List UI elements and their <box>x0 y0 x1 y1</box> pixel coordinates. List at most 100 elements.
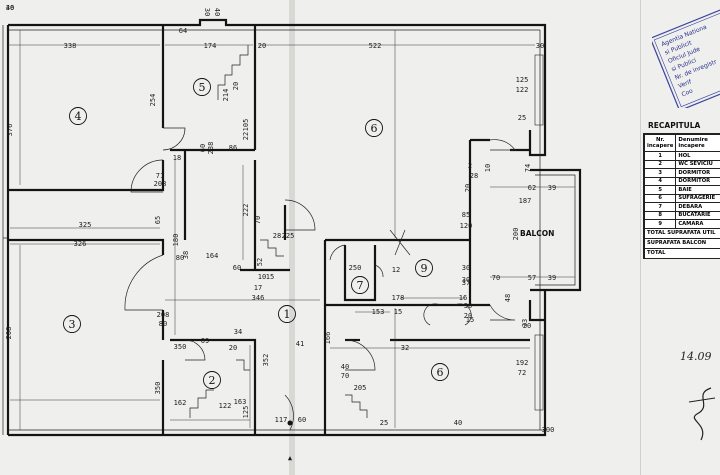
dimension-text: 20 <box>523 322 531 330</box>
balcony <box>530 168 582 292</box>
dimension-text: 163 <box>234 398 247 406</box>
legend-room-name: DEBARA <box>675 202 720 212</box>
room-number: 1 <box>284 308 291 321</box>
legend-nr: 1 <box>643 151 677 161</box>
room-number: 4 <box>75 110 82 123</box>
dimension-text: 338 <box>64 42 77 50</box>
outer-walls <box>2 18 547 437</box>
dimension-text: 10 <box>484 164 492 172</box>
dimension-text: 64 <box>179 27 187 35</box>
dimension-text: 16 <box>459 294 467 302</box>
dimension-text: 164 <box>206 252 219 260</box>
dimension-text: 20 <box>258 42 266 50</box>
dimension-text: 214 <box>222 89 230 102</box>
page-edge <box>640 0 641 475</box>
dimension-text: 70 <box>341 372 349 380</box>
legend-room-name: BUCATARIE <box>675 210 720 220</box>
dimension-text: 70 <box>254 216 262 224</box>
legend-room-name: SUFRAGERIE <box>675 193 720 203</box>
dimension-text: 187 <box>519 197 532 205</box>
dimension-text: 38 <box>182 251 190 259</box>
dimension-text: 208 <box>157 311 170 319</box>
dimension-text: 37 <box>462 279 470 287</box>
dimension-text: 60 <box>233 264 241 272</box>
legend-total-row: SUPRAFATA BALCON <box>644 237 720 249</box>
recap-title: RECAPITULA <box>648 121 701 130</box>
dimension-text: 62 <box>528 184 536 192</box>
room-number: 5 <box>199 81 206 94</box>
legend-nr: 9 <box>643 219 677 229</box>
dimension-text: 20 <box>464 184 472 192</box>
dimension-text: 40 <box>454 419 462 427</box>
dimension-text: 125 <box>516 76 529 84</box>
handwritten-date: 14.09 <box>680 350 712 363</box>
dimension-text: 33 <box>521 319 529 327</box>
dimension-text: 117 <box>275 416 288 424</box>
dimension-text: 34 <box>234 328 242 336</box>
dimension-text: 225 <box>282 232 295 240</box>
dimension-text: 222 <box>242 204 250 217</box>
dimension-text: 120 <box>460 222 473 230</box>
dimension-text: 15 <box>466 316 474 324</box>
dimension-text: 180 <box>172 234 180 247</box>
dimension-text: 20 <box>464 312 472 320</box>
legend-room-name: DORMITOR <box>675 168 720 178</box>
legend-nr: 5 <box>643 185 677 195</box>
dimension-text: 28 <box>470 172 478 180</box>
stamp-line: Coo <box>681 87 695 98</box>
dimension-text: 12 <box>392 266 400 274</box>
dimension-text: 40 <box>213 8 221 16</box>
door-swings <box>124 127 516 431</box>
dimension-text: 60 <box>298 416 306 424</box>
legend-header-nr: Nr.incapere <box>643 134 677 152</box>
dimension-text: 85 <box>462 211 470 219</box>
legend-total-row: TOTAL <box>644 247 720 259</box>
dimension-text: 254 <box>149 94 157 107</box>
balcony-label: BALCON <box>520 229 554 238</box>
room-number: 9 <box>421 262 428 275</box>
dimension-text: 30 <box>536 42 544 50</box>
dimension-text: 40 <box>341 363 349 371</box>
dimension-text: 326 <box>74 240 87 248</box>
dimension-lines <box>8 30 575 430</box>
room-number: 6 <box>371 122 378 135</box>
legend-room-name: DORMITOR <box>675 176 720 186</box>
dimension-text: 20 <box>229 344 237 352</box>
dimension-text: 28 <box>273 232 281 240</box>
dimension-text: 39 <box>548 274 556 282</box>
room-circle <box>69 107 87 125</box>
dimension-text: 30 <box>203 8 211 16</box>
dimension-text: 153 <box>372 308 385 316</box>
legend-total-label: TOTAL <box>644 247 720 259</box>
dimension-text: 208 <box>154 180 167 188</box>
dimension-text: 200 <box>512 228 520 241</box>
dimension-text: 300 <box>542 426 555 434</box>
room-circle <box>415 259 433 277</box>
dimension-text: 74 <box>524 164 532 172</box>
legend-total-label: SUPRAFATA BALCON <box>644 237 720 249</box>
legend-nr: 7 <box>643 202 677 212</box>
dimension-text: 208 <box>5 327 13 340</box>
dimension-text: 350 <box>154 382 162 395</box>
svg-text:▲: ▲ <box>288 454 293 462</box>
room-circle <box>193 78 211 96</box>
dimension-text: 32 <box>401 344 409 352</box>
stamp-line: Verif <box>677 78 693 90</box>
dimension-text: 57 <box>528 274 536 282</box>
dimension-text: 18 <box>173 154 181 162</box>
dimension-text: 15 <box>394 308 402 316</box>
room-number: 2 <box>209 374 216 387</box>
dimension-text: 65 <box>154 216 162 224</box>
